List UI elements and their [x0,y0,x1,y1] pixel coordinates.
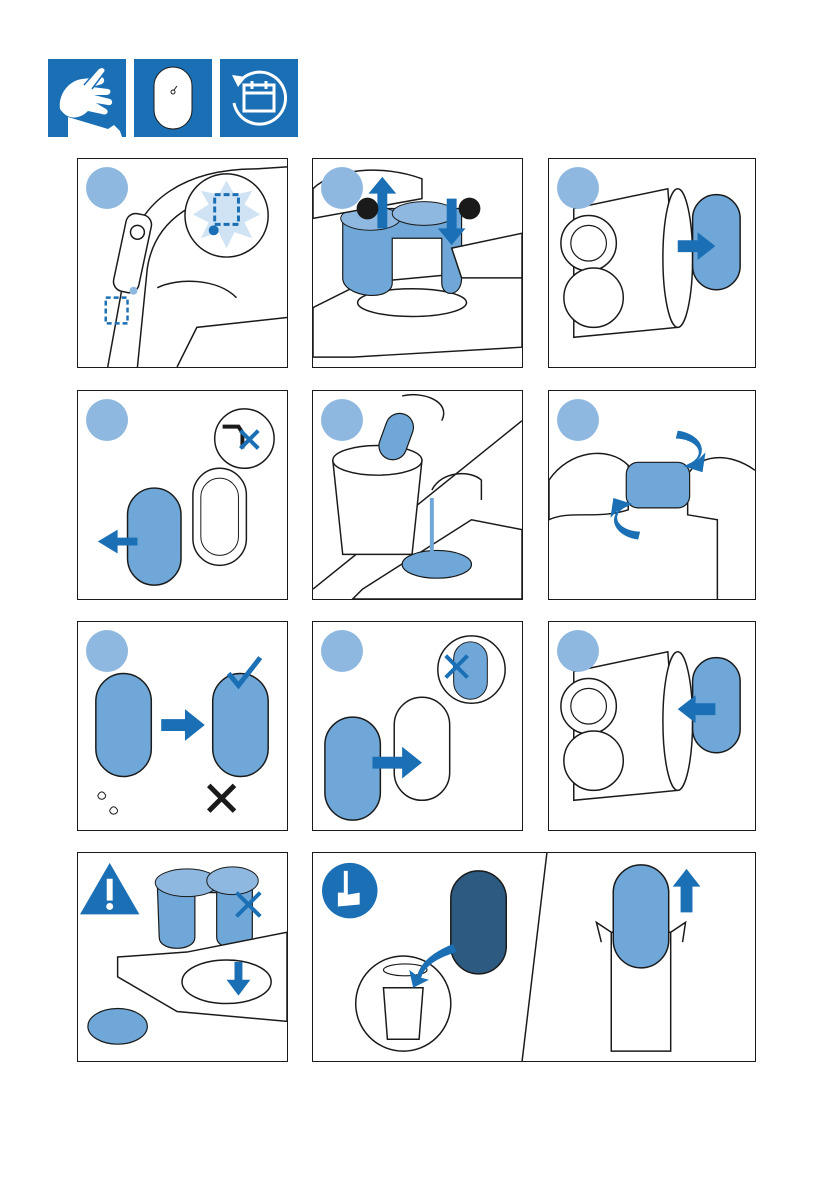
calendar-cycle-icon [220,59,298,137]
step-11-panel [312,852,756,1062]
step-number-badge [557,630,599,672]
step-number-badge [321,399,363,441]
step-2-panel [312,158,523,368]
step-5-panel [312,390,523,600]
step-number-badge [321,630,363,672]
step-7-panel [77,621,288,831]
step-9-panel [548,621,756,831]
step-number-badge [557,399,599,441]
filter-pad-icon [134,59,212,137]
step-1-panel [77,158,288,368]
wipe-hands-icon [48,59,126,137]
warning-panel [77,852,288,1062]
step-number-badge [86,630,128,672]
step-8-panel [312,621,523,831]
step-4-panel [77,390,288,600]
step-number-badge [321,167,363,209]
step-6-panel [548,390,756,600]
step-number-badge [557,167,599,209]
step-3-panel [548,158,756,368]
step-number-badge [86,399,128,441]
step-number-badge [86,167,128,209]
